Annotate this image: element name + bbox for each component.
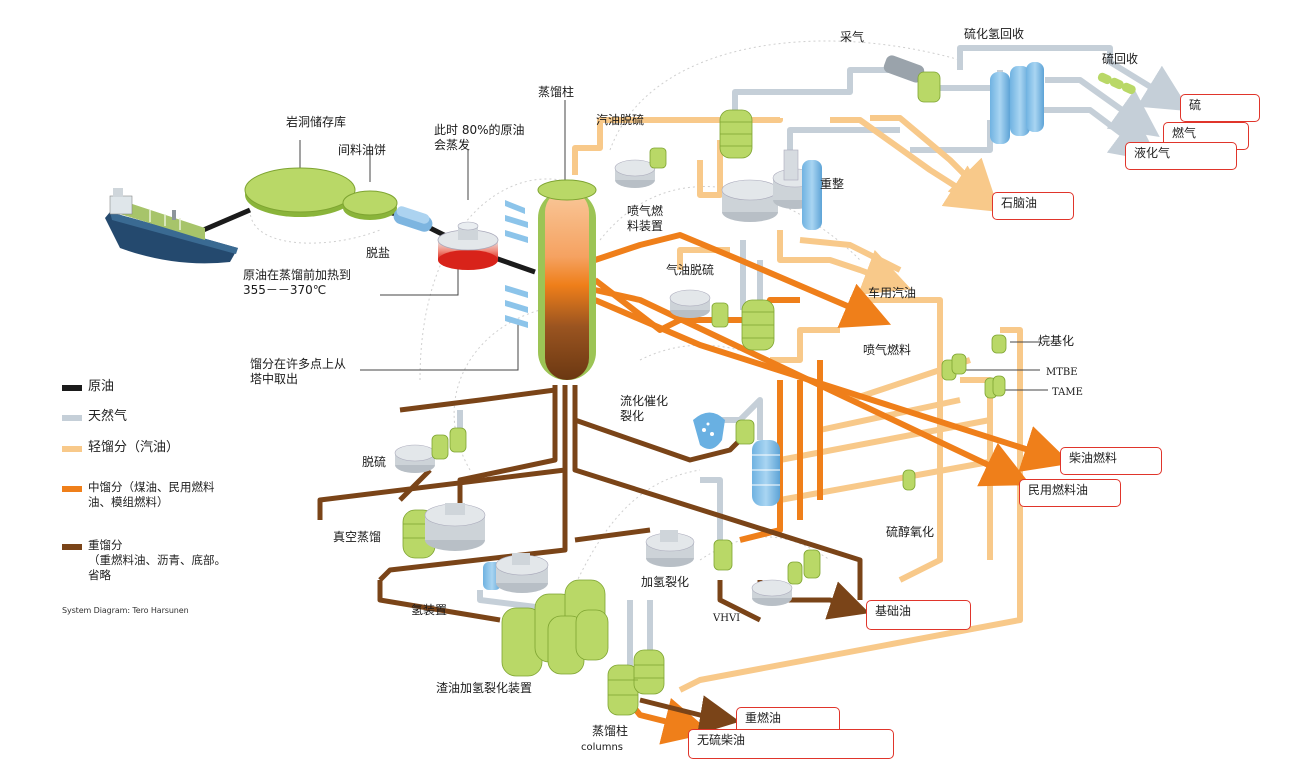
label-vacuum-distill: 真空蒸馏	[333, 530, 382, 544]
hydrocracking-unit	[645, 530, 733, 571]
product-base-oil: 基础油	[866, 600, 971, 630]
legend-swatch-heavy	[62, 544, 82, 550]
label-tame: TAME	[1052, 387, 1083, 398]
reforming-unit	[721, 149, 822, 230]
legend-text-middle: 中馏分（煤油、民用燃料 油、模组燃料）	[88, 480, 215, 509]
label-mercaptan-ox: 硫醇氧化	[886, 525, 935, 539]
gas-oil-desulf-unit	[669, 289, 775, 351]
vhvi-unit	[751, 549, 821, 606]
label-desulf-left: 脱硫	[362, 455, 387, 469]
left-desulf-unit	[394, 427, 467, 473]
label-gas-oil-desulf: 气油脱硫	[666, 263, 715, 277]
label-preheat-note: 原油在蒸馏前加热到 355－－370℃	[243, 268, 352, 297]
label-residue-hydrocracking: 渣油加氢裂化装置	[436, 681, 533, 695]
label-rock-storage: 岩洞储存库	[286, 115, 347, 129]
label-jet-fuel-unit: 喷气燃 料装置	[627, 204, 664, 233]
heat-exchanger-fins	[505, 200, 528, 328]
legend-text-heavy: 重馏分 （重燃料油、沥青、底部。 省略	[88, 538, 226, 582]
legend-swatch-gas	[62, 415, 82, 421]
tanker-ship	[105, 188, 238, 264]
gas-recovery-compressor	[883, 55, 941, 103]
label-distill-column: 蒸馏柱	[538, 85, 575, 99]
legend-text-gas: 天然气	[88, 409, 128, 424]
legend-swatch-light	[62, 446, 82, 452]
label-gas-recovery: 采气	[840, 30, 865, 44]
label-gasoline-desulf: 汽油脱硫	[596, 113, 645, 127]
alkylation-etc-units	[902, 334, 1007, 491]
label-motor-gasoline: 车用汽油	[868, 286, 917, 300]
label-fcc: 流化催化 裂化	[620, 394, 669, 423]
label-hydrogen-unit: 氢装置	[411, 603, 448, 617]
legend-light: 轻馏分（汽油）	[62, 440, 179, 456]
label-hydrocracking: 加氢裂化	[641, 575, 690, 589]
gasoline-desulf-unit	[614, 109, 753, 188]
hydrogen-unit	[483, 553, 549, 593]
product-domestic-fuel: 民用燃料油	[1019, 479, 1121, 507]
preheat-furnace	[437, 221, 499, 270]
main-distillation-column	[537, 179, 597, 380]
legend-text-crude: 原油	[88, 379, 115, 394]
label-mtbe: MTBE	[1046, 367, 1078, 378]
legend-middle: 中馏分（煤油、民用燃料 油、模组燃料）	[62, 480, 215, 510]
label-columns-en: columns	[581, 742, 624, 753]
product-lpg: 液化气	[1125, 142, 1237, 170]
legend-swatch-crude	[62, 385, 82, 391]
vacuum-distill-unit	[402, 503, 486, 559]
product-sulfur-free-diesel: 无硫柴油	[688, 729, 894, 759]
residue-hydrocracking-unit	[501, 579, 609, 677]
label-sulfur-recovery: 硫回收	[1102, 52, 1139, 66]
fcc-unit	[693, 412, 780, 506]
label-column-bottom: 蒸馏柱	[592, 724, 629, 738]
label-reforming: 重整	[820, 177, 845, 191]
note-connectors	[299, 100, 1048, 391]
label-vhvi: VHVI	[713, 613, 741, 624]
light-fraction-lines	[572, 115, 1023, 693]
legend-heavy: 重馏分 （重燃料油、沥青、底部。 省略	[62, 538, 226, 583]
label-h2s-recovery: 硫化氢回收	[964, 27, 1025, 41]
rock-storage-tank	[244, 167, 356, 217]
feed-cake-tank	[342, 190, 398, 220]
bottom-distill-columns	[607, 649, 665, 716]
label-fraction-note: 馏分在许多点上从 塔中取出	[250, 357, 347, 386]
legend-crude: 原油	[62, 379, 114, 395]
legend-text-light: 轻馏分（汽油）	[88, 440, 180, 455]
label-feed-cake: 间料油饼	[338, 143, 387, 157]
product-naphtha: 石脑油	[992, 192, 1074, 220]
legend-gas: 天然气	[62, 409, 127, 425]
diagram-credit: System Diagram: Tero Harsunen	[62, 606, 189, 615]
product-diesel: 柴油燃料	[1060, 447, 1162, 475]
legend-swatch-middle	[62, 486, 82, 492]
sulfur-recovery-unit	[1097, 72, 1136, 95]
label-evap-note: 此时 80%的原油 会蒸发	[434, 123, 525, 152]
h2s-recovery-towers	[990, 62, 1044, 144]
desalter-unit	[393, 206, 433, 232]
product-sulfur: 硫	[1180, 94, 1260, 122]
label-alkylation: 烷基化	[1038, 334, 1075, 348]
label-jet-fuel: 喷气燃料	[863, 343, 912, 357]
label-desalting: 脱盐	[366, 246, 391, 260]
